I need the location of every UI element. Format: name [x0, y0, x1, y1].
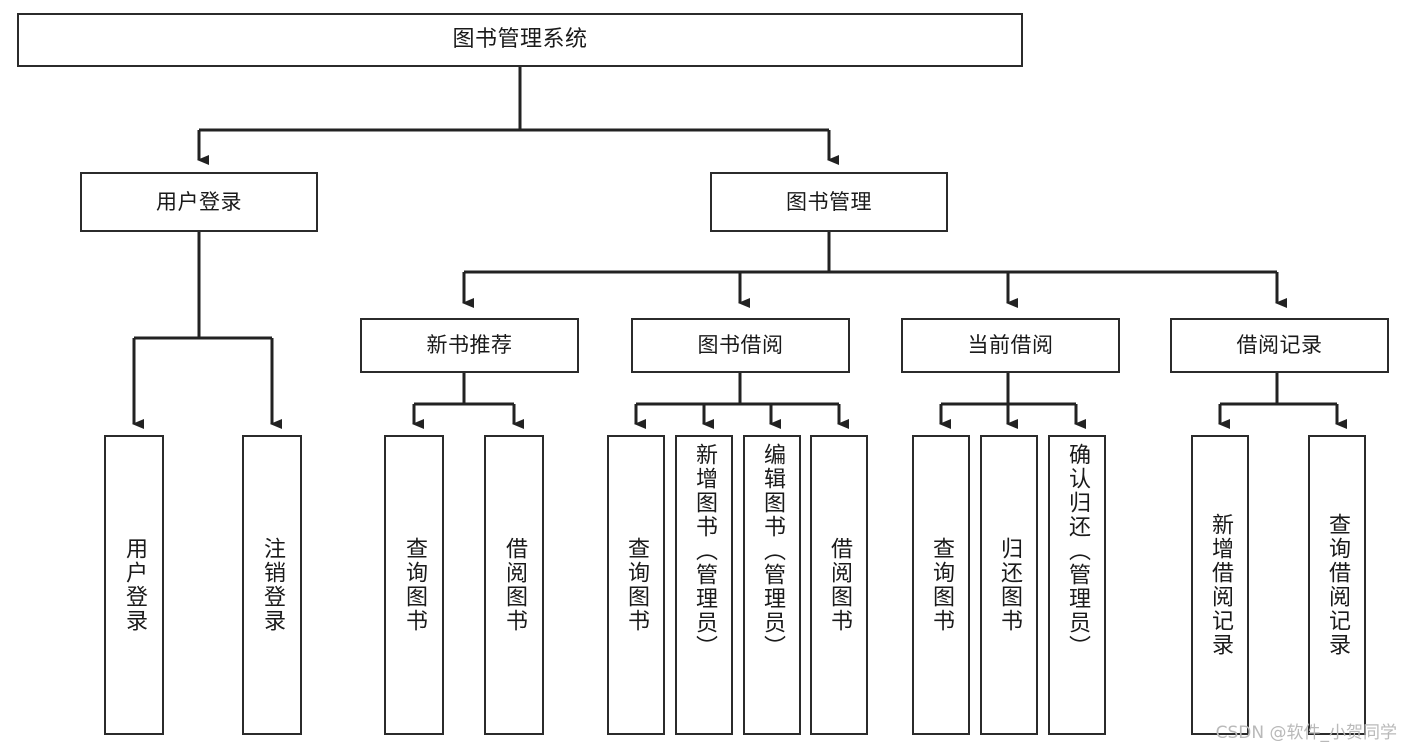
- node-leaf-user-logout[interactable]: 注销登录: [242, 435, 302, 735]
- node-leaf-user-login[interactable]: 用户登录: [104, 435, 164, 735]
- node-new-book-rec-label: 新书推荐: [426, 333, 513, 358]
- node-leaf-cb-return-book-label: 归还图书: [996, 537, 1022, 633]
- node-leaf-bb-borrow-book-label: 借阅图书: [826, 537, 852, 633]
- node-leaf-bb-edit-book[interactable]: 编辑图书（管理员）: [743, 435, 801, 735]
- node-leaf-user-logout-label: 注销登录: [259, 537, 285, 633]
- node-leaf-bb-query-book-label: 查询图书: [623, 537, 649, 633]
- node-root[interactable]: 图书管理系统: [17, 13, 1023, 67]
- node-leaf-br-add-record-label: 新增借阅记录: [1207, 513, 1233, 657]
- node-leaf-bb-query-book[interactable]: 查询图书: [607, 435, 665, 735]
- node-new-book-rec[interactable]: 新书推荐: [360, 318, 579, 373]
- node-user-login[interactable]: 用户登录: [80, 172, 318, 232]
- node-user-login-label: 用户登录: [156, 189, 242, 214]
- node-leaf-cb-confirm-return[interactable]: 确认归还（管理员）: [1048, 435, 1106, 735]
- node-current-borrow[interactable]: 当前借阅: [901, 318, 1120, 373]
- node-book-manage-label: 图书管理: [786, 189, 872, 214]
- node-borrow-record[interactable]: 借阅记录: [1170, 318, 1389, 373]
- node-leaf-rec-borrow-book-label: 借阅图书: [501, 537, 527, 633]
- node-leaf-br-add-record[interactable]: 新增借阅记录: [1191, 435, 1249, 735]
- node-leaf-rec-query-book-label: 查询图书: [401, 537, 427, 633]
- node-leaf-cb-return-book[interactable]: 归还图书: [980, 435, 1038, 735]
- node-book-borrow-label: 图书借阅: [697, 333, 784, 358]
- node-leaf-rec-borrow-book[interactable]: 借阅图书: [484, 435, 544, 735]
- node-borrow-record-label: 借阅记录: [1236, 333, 1323, 358]
- node-leaf-bb-add-book[interactable]: 新增图书（管理员）: [675, 435, 733, 735]
- node-leaf-br-query-record[interactable]: 查询借阅记录: [1308, 435, 1366, 735]
- node-leaf-bb-borrow-book[interactable]: 借阅图书: [810, 435, 868, 735]
- node-leaf-bb-edit-book-label: 编辑图书（管理员）: [759, 443, 785, 659]
- node-root-label: 图书管理系统: [452, 27, 588, 53]
- node-leaf-cb-query-book[interactable]: 查询图书: [912, 435, 970, 735]
- node-leaf-cb-confirm-return-label: 确认归还（管理员）: [1064, 443, 1090, 659]
- node-leaf-cb-query-book-label: 查询图书: [928, 537, 954, 633]
- watermark: CSDN @软件_小贺同学: [1215, 723, 1397, 743]
- node-current-borrow-label: 当前借阅: [967, 333, 1054, 358]
- node-leaf-br-query-record-label: 查询借阅记录: [1324, 513, 1350, 657]
- node-book-manage[interactable]: 图书管理: [710, 172, 948, 232]
- node-leaf-bb-add-book-label: 新增图书（管理员）: [691, 443, 717, 659]
- node-leaf-user-login-label: 用户登录: [121, 537, 147, 633]
- node-leaf-rec-query-book[interactable]: 查询图书: [384, 435, 444, 735]
- node-book-borrow[interactable]: 图书借阅: [631, 318, 850, 373]
